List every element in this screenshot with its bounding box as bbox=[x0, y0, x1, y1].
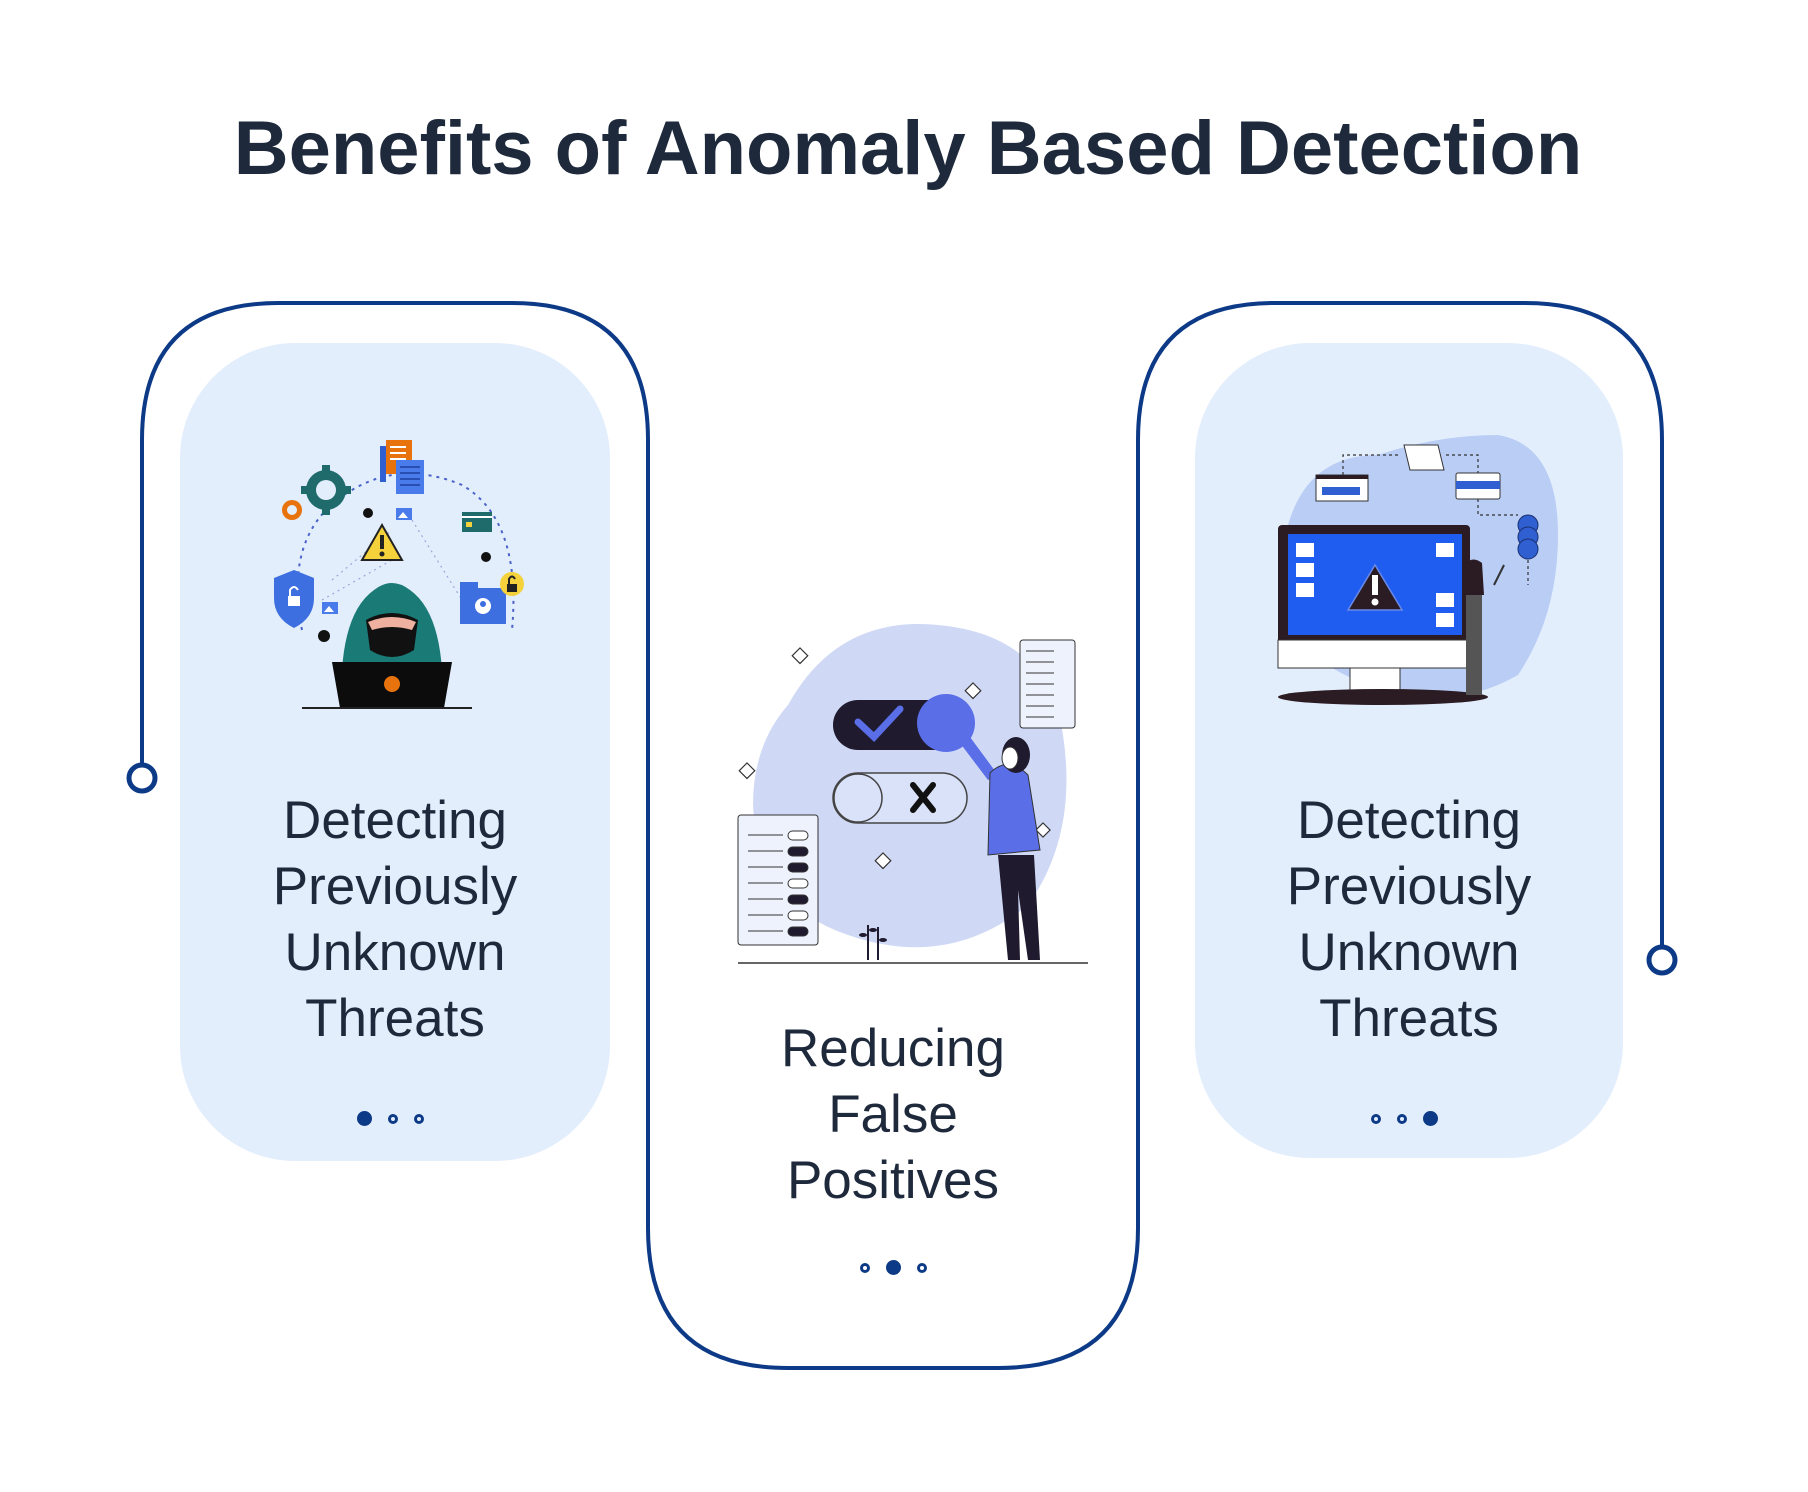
infected-monitor-hacker-illustration bbox=[1277, 435, 1558, 705]
card-2-line: Positives bbox=[786, 1151, 1000, 1210]
card-2-line: Reducing bbox=[781, 1019, 1005, 1078]
toggle-switches-woman-illustration bbox=[737, 624, 1088, 964]
left-end-circle bbox=[126, 762, 158, 794]
plant-icon bbox=[859, 925, 887, 960]
monitor-icon bbox=[1277, 525, 1488, 705]
credit-card-icon bbox=[462, 512, 492, 532]
card-3-title: Detecting Previously Unknown Threats bbox=[1195, 788, 1623, 1052]
card-2-title: Reducing False Positives bbox=[648, 1016, 1138, 1214]
hacker-figure bbox=[1464, 559, 1505, 695]
left-outline-path bbox=[140, 301, 1664, 1370]
woman-figure bbox=[960, 737, 1041, 960]
small-gear-icon bbox=[282, 500, 302, 520]
hacker-figure bbox=[342, 583, 442, 670]
card-3-line: Previously bbox=[1286, 857, 1532, 916]
coins-icon bbox=[1517, 514, 1539, 560]
card-3-pagination bbox=[1371, 1111, 1438, 1126]
card-1-line: Unknown bbox=[284, 923, 506, 982]
pagination-dot[interactable] bbox=[917, 1262, 927, 1273]
card-1-pagination bbox=[357, 1111, 424, 1126]
gear-icon bbox=[301, 465, 351, 515]
card-1-title: Detecting Previously Unknown Threats bbox=[180, 788, 610, 1052]
card-3-line: Threats bbox=[1319, 989, 1499, 1048]
x-toggle bbox=[832, 772, 968, 824]
folder-icon bbox=[1403, 444, 1445, 471]
card-2-line: False bbox=[828, 1085, 958, 1144]
settings-panel-left bbox=[737, 814, 819, 946]
warning-icon bbox=[360, 522, 404, 561]
image-icon bbox=[396, 508, 412, 520]
image-icon-2 bbox=[322, 602, 338, 614]
pagination-dot-active[interactable] bbox=[1423, 1111, 1438, 1126]
settings-panel-right bbox=[1019, 639, 1076, 729]
pagination-dot-active[interactable] bbox=[886, 1260, 901, 1275]
card-3-line: Detecting bbox=[1297, 791, 1521, 850]
card-1 bbox=[180, 343, 610, 1161]
shield-lock-icon bbox=[274, 570, 314, 628]
diamond-decorations bbox=[738, 647, 1051, 870]
check-toggle bbox=[833, 694, 975, 752]
folder-user-icon bbox=[460, 582, 506, 624]
card-3-line: Unknown bbox=[1298, 923, 1520, 982]
card-1-line: Threats bbox=[305, 989, 485, 1048]
laptop-icon bbox=[302, 662, 472, 709]
pagination-dot[interactable] bbox=[1397, 1113, 1407, 1124]
card-2-pagination bbox=[860, 1260, 927, 1275]
pagination-dot[interactable] bbox=[388, 1113, 398, 1124]
credit-card-icon bbox=[1455, 472, 1501, 500]
documents-icon bbox=[380, 440, 424, 494]
pagination-dot-active[interactable] bbox=[357, 1111, 372, 1126]
card-1-line: Previously bbox=[272, 857, 518, 916]
card-1-line: Detecting bbox=[283, 791, 507, 850]
hacker-laptop-threats-illustration bbox=[274, 440, 524, 709]
pagination-dot[interactable] bbox=[1371, 1113, 1381, 1124]
pagination-dot[interactable] bbox=[414, 1113, 424, 1124]
password-card-icon bbox=[1315, 474, 1369, 502]
bug-icon bbox=[318, 508, 491, 642]
right-end-circle bbox=[1646, 944, 1678, 976]
pagination-dot[interactable] bbox=[860, 1262, 870, 1273]
padlock-icon bbox=[500, 572, 524, 596]
page-title: Benefits of Anomaly Based Detection bbox=[233, 106, 1583, 191]
